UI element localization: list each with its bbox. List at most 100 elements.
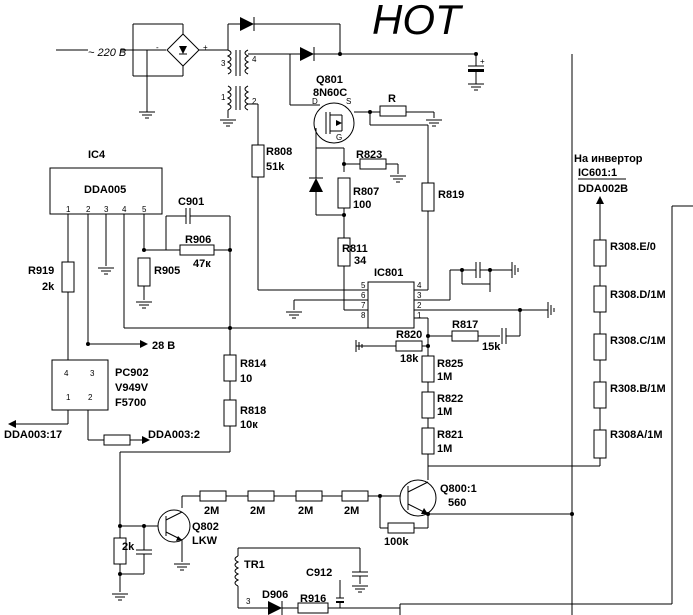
q800-part: 560: [448, 497, 466, 509]
r2m-3-label: 2M: [298, 505, 313, 517]
pc902-pin-3: 3: [90, 369, 95, 378]
bulk-capacitor: +: [468, 54, 485, 84]
resistor-r919: [61, 261, 75, 293]
resistor-r825: [421, 355, 435, 383]
diode-d906: [268, 601, 283, 615]
svg-text:+: +: [480, 57, 485, 66]
r825-label: R825: [437, 358, 463, 370]
ic4-pin-3: 3: [104, 205, 109, 214]
title-hot: HOT: [372, 0, 464, 43]
diode-mid: [300, 47, 315, 61]
ic801: [367, 281, 415, 329]
q801-label: Q801: [316, 74, 343, 86]
resistor-r905: [137, 257, 151, 287]
r818-value: 10к: [240, 419, 258, 431]
r808-value: 51k: [266, 161, 285, 173]
r814-label: R814: [240, 358, 267, 370]
mains-label: ~ 220 В: [88, 47, 126, 59]
resistor-r822: [421, 391, 435, 419]
transformer-aux: 1 2: [221, 85, 257, 111]
ic801-pin-7: 7: [361, 301, 366, 310]
q801-part: 8N60C: [313, 87, 347, 99]
pc902-label: PC902: [115, 367, 149, 379]
resistor-r906: [179, 244, 215, 256]
resistor-2m-1: [199, 490, 227, 502]
diode-top: [240, 17, 255, 31]
r821-value: 1M: [437, 443, 452, 455]
q802-part: LKW: [192, 535, 218, 547]
r308c-label: R308.C/1M: [610, 335, 666, 347]
q800-label: Q800:1: [440, 483, 477, 495]
xfmr-pin-2: 2: [252, 97, 257, 106]
resistor-r308c: [593, 333, 607, 361]
resistor-r308a: [593, 429, 607, 459]
r808-label: R808: [266, 146, 292, 158]
tr1-label: TR1: [244, 559, 265, 571]
xfmr-pin-1: 1: [221, 93, 226, 102]
net-dda003-2: DDA003:2: [148, 429, 200, 441]
r811-value: 34: [354, 255, 367, 267]
cap-c912: [352, 571, 368, 577]
pc902-optocoupler: [51, 359, 109, 411]
resistor-100k: [387, 522, 415, 534]
q802-label: Q802: [192, 521, 219, 533]
r822-label: R822: [437, 393, 463, 405]
r820-label: R820: [396, 329, 422, 341]
ic801-pin-6: 6: [361, 291, 366, 300]
ic801-pin-3: 3: [417, 291, 422, 300]
resistor-dda003-2: [103, 434, 131, 446]
cap-ic801-a: [475, 262, 481, 278]
ic4-pin-1: 1: [66, 205, 71, 214]
tr1-pin-3: 3: [246, 597, 251, 606]
ic801-pin-4: 4: [417, 281, 422, 290]
ic4: [49, 167, 163, 215]
resistor-2m-2: [247, 490, 275, 502]
resistor-r814: [223, 354, 237, 382]
r814-value: 10: [240, 373, 252, 385]
r811-label: R811: [342, 243, 368, 255]
resistor-r817: [451, 330, 479, 342]
svg-text:+: +: [203, 43, 208, 52]
resistor-r821: [421, 427, 435, 455]
junctions: [86, 52, 574, 576]
ic4-pin-4: 4: [122, 205, 127, 214]
pc902-pin-2: 2: [88, 393, 93, 402]
resistor-r818: [223, 399, 237, 427]
q800-transistor: [399, 479, 437, 517]
r100k-label: 100k: [384, 536, 409, 548]
ic4-part: DDA005: [84, 184, 126, 196]
resistor-r308d: [593, 285, 607, 313]
xfmr-pin-4: 4: [252, 55, 257, 64]
resistor-r820: [395, 340, 423, 352]
pc902-pin-1: 1: [66, 393, 71, 402]
transformer-primary: 3 4: [221, 49, 257, 76]
r807-label: R807: [353, 186, 379, 198]
r308d-label: R308.D/1M: [610, 289, 666, 301]
c901-label: C901: [178, 196, 204, 208]
net-28v: 28 В: [152, 340, 175, 352]
ic4-pin-2: 2: [86, 205, 91, 214]
ic4-label: IC4: [88, 149, 106, 161]
r2m-4-label: 2M: [344, 505, 359, 517]
r905-label: R905: [154, 265, 180, 277]
r821-label: R821: [437, 429, 463, 441]
r2m-1-label: 2M: [204, 505, 219, 517]
resistor-r-label: R: [388, 93, 396, 105]
resistor-r308b: [593, 381, 607, 409]
ic4-pin-5: 5: [142, 205, 147, 214]
diode-gate: [309, 177, 323, 192]
r919-value: 2k: [42, 281, 55, 293]
r2m-2-label: 2M: [250, 505, 265, 517]
q801-d: D: [312, 97, 318, 106]
r807-value: 100: [353, 199, 371, 211]
r822-value: 1M: [437, 406, 452, 418]
r308e-label: R308.E/0: [610, 241, 656, 253]
r308a-label: R308A/1M: [610, 429, 663, 441]
q801-s: S: [346, 97, 351, 106]
r817-value: 15k: [482, 341, 501, 353]
r906-value: 47к: [193, 258, 211, 270]
resistor-r819: [421, 182, 435, 212]
cap-c901: [185, 208, 191, 224]
pc902-part2: F5700: [115, 397, 146, 409]
